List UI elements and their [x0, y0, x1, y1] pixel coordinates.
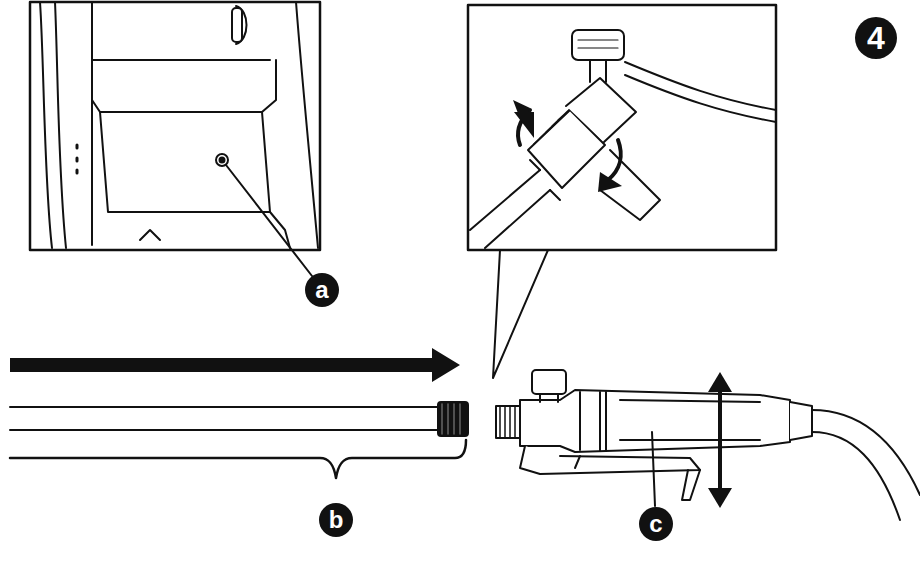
double-arrow: [708, 372, 732, 508]
callout-letter: a: [305, 273, 339, 307]
callout-pointer: [493, 250, 548, 378]
lance-drawing: [10, 402, 468, 436]
step-number: 4: [855, 17, 897, 59]
leader-line: [226, 165, 312, 276]
inset-frame: [468, 5, 776, 250]
nut-detail-drawing: [470, 30, 776, 250]
spray-gun-drawing: [496, 370, 920, 520]
leader-line: [652, 432, 655, 506]
callout-text: c: [649, 512, 662, 536]
direction-arrow: [10, 348, 460, 382]
callout-letter: c: [639, 507, 673, 541]
housing-drawing: [40, 2, 318, 248]
bracket: [10, 440, 466, 478]
inset-frame: [30, 2, 320, 250]
callout-text: b: [329, 508, 344, 532]
callout-text: a: [315, 278, 328, 302]
callout-letter: b: [319, 503, 353, 537]
callout-text: 4: [867, 22, 885, 54]
